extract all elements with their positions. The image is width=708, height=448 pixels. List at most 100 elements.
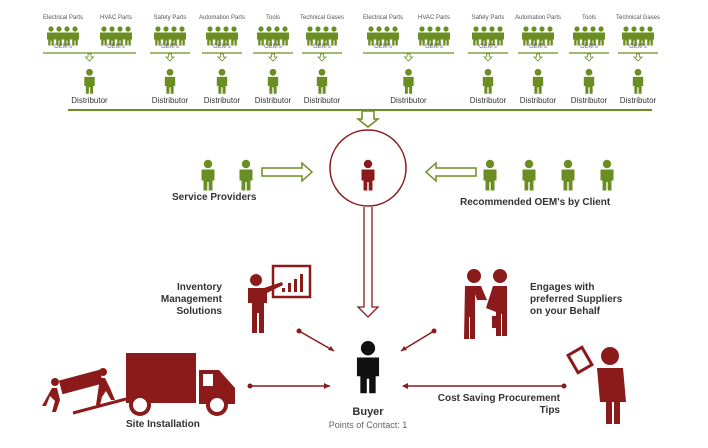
oem-person-icon [522,26,530,46]
category-label: Tools [581,15,596,21]
inventory-label: Inventory Management Solutions [160,282,222,317]
oem-person-icon [116,26,124,46]
distributor-icon [267,68,279,94]
category-label: HVAC Parts [418,15,450,21]
oem-person-icon [178,26,186,46]
oem-person-icon [442,26,450,46]
small-down-arrow-icon [84,53,95,62]
oem-person-icon [530,26,538,46]
oem-label: OEM's [425,44,443,50]
oem-label: OEM's [580,44,598,50]
oem-person-icon [222,26,230,46]
small-down-arrow-icon [165,53,175,62]
oem-label: OEM's [213,44,231,50]
oem-person-icon [281,26,289,46]
hub-to-buyer-arrow [356,207,380,318]
down-arrow-icon [355,110,381,128]
distributor-icon [216,68,228,94]
oem-person-icon [472,26,480,46]
oem-person-icon [47,26,55,46]
distributor-icon [316,68,328,94]
category-label: Safety Parts [153,15,187,21]
category-label: HVAC Parts [100,15,132,21]
oem-person-icon [597,26,605,46]
oem-person-icon [322,26,330,46]
oem-person-icon [622,26,630,46]
oem-label: OEM's [313,44,331,50]
oem-person-icon [330,26,338,46]
category-label: Technical Gases [299,15,345,21]
small-down-arrow-icon [533,53,543,62]
distributor-label: Distributor [254,96,292,105]
inventory-connector [298,330,335,352]
inventory-presenter-icon [248,264,312,333]
oem-person-icon [367,26,375,46]
oem-person-icon [265,26,273,46]
oem-person-icon [391,26,399,46]
oem-person-icon [426,26,434,46]
oem-person-icon [638,26,646,46]
distributor-label: Distributor [519,96,557,105]
oem-label: OEM's [529,44,547,50]
oem-person-icon [418,26,426,46]
distributor-icon [403,68,414,94]
oem-person-icon [214,26,222,46]
distributor-label: Distributor [71,96,108,105]
oem-person-icon [306,26,314,46]
category-label: Technical Gases [615,15,661,21]
category-label: Automation Parts [198,15,246,21]
oem-person-icon [124,26,132,46]
distributor-label: Distributor [570,96,608,105]
oem-person-icon [589,26,597,46]
left-arrow-icon [424,161,477,183]
small-down-arrow-icon [317,53,327,62]
distributor-icon [632,68,644,94]
buyer-label: Buyer [352,406,384,418]
oem-person-icon [100,26,108,46]
oem-person-icon [546,26,554,46]
oem-person-icon [630,26,638,46]
oem-person-icon [646,26,654,46]
oem-person-icon [230,26,238,46]
handshake-icon [464,269,507,339]
oem-person-icon [108,26,116,46]
oem-person-icon [375,26,383,46]
category-label: Safety Parts [471,15,505,21]
distributor-label: Distributor [619,96,657,105]
oem-person-icon [71,26,79,46]
oem-person-icon [257,26,265,46]
oem-label: OEM's [629,44,647,50]
category-label: Electrical Parts [42,15,83,21]
distributor-label: Distributor [303,96,341,105]
oem-person-icon [538,26,546,46]
category-label: Tools [265,15,280,21]
oem-person-icon [383,26,391,46]
oem-person-icon [162,26,170,46]
site-installation-label: Site Installation [126,419,200,430]
right-arrow-icon [261,161,314,183]
distributor-icon [84,68,95,94]
oem-person-icon [55,26,63,46]
oem-person-icon [314,26,322,46]
category-label: Automation Parts [514,15,562,21]
small-down-arrow-icon [483,53,493,62]
recommended-oem-icons [483,159,614,191]
distributor-icon [583,68,595,94]
oem-person-icon [63,26,71,46]
recommended-oems-label: Recommended OEM's by Client [460,197,611,208]
small-down-arrow-icon [584,53,594,62]
delivery-truck-icon [42,353,235,416]
engages-connector [400,330,435,352]
distributor-icon [482,68,494,94]
oem-person-icon [154,26,162,46]
service-providers-icons [201,159,253,191]
points-of-contact: Points of Contact: 1 [328,420,408,430]
small-down-arrow-icon [633,53,643,62]
oem-person-icon [434,26,442,46]
hub-person-icon [361,159,375,191]
oem-person-icon [480,26,488,46]
distributor-label: Distributor [469,96,507,105]
oem-person-icon [496,26,504,46]
engages-label: Engages with preferred Suppliers on your… [530,282,623,317]
